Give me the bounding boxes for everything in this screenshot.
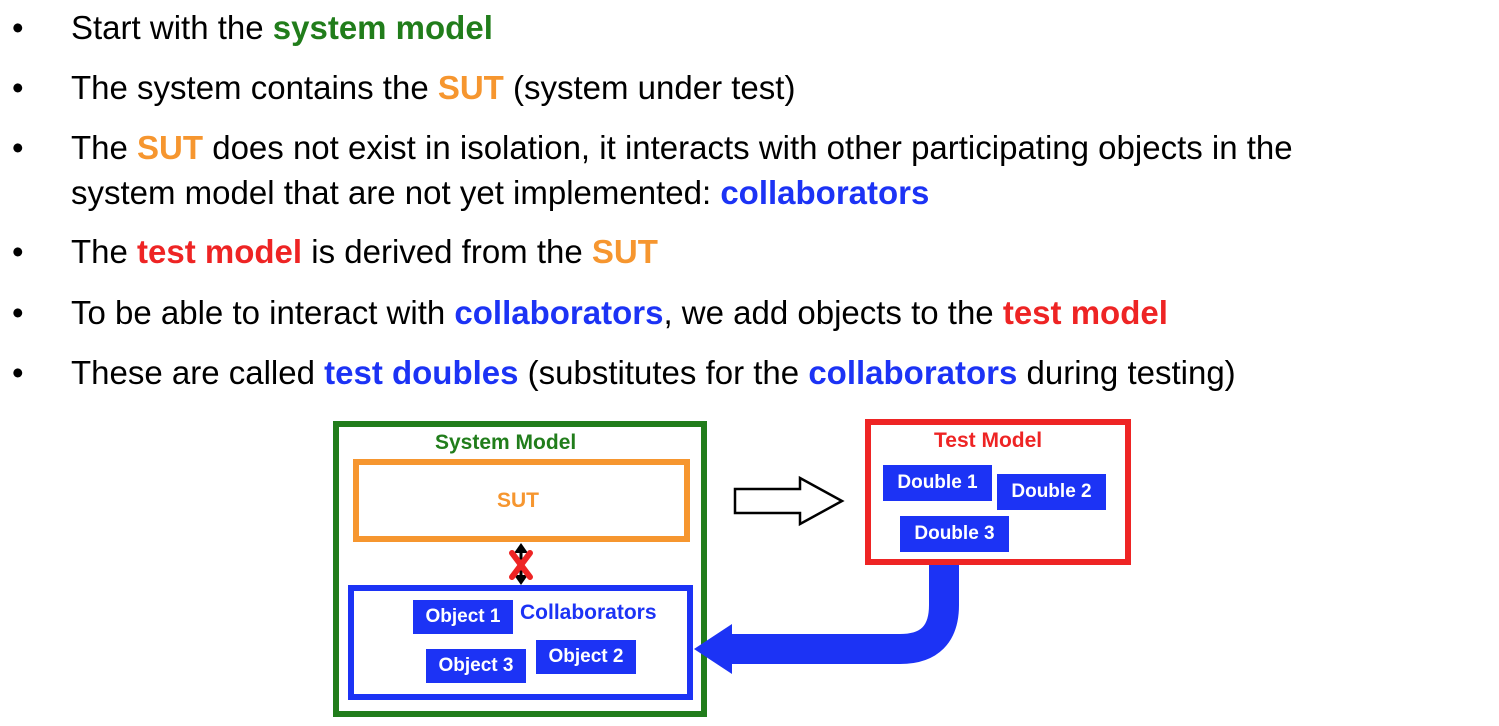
- derive-arrow-icon: [733, 475, 845, 527]
- object-3-chip: Object 3: [426, 649, 526, 683]
- object-1-chip: Object 1: [413, 600, 513, 634]
- bullet-text-segment: , we add objects to the: [663, 294, 1003, 331]
- sut-label: SUT: [497, 489, 539, 512]
- highlight-term: collaborators: [808, 354, 1018, 391]
- bullet-text: The test model is derived from the SUT: [71, 229, 658, 274]
- bullet-text-segment: (system under test): [503, 69, 796, 106]
- bullet-text: These are called test doubles (substitut…: [71, 350, 1236, 395]
- bullet-text-segment: These are called: [71, 354, 325, 391]
- highlight-term: test model: [137, 233, 303, 270]
- highlight-term: collaborators: [720, 174, 930, 211]
- system-model-label: System Model: [435, 431, 577, 454]
- bullet-text-segment: The system contains the: [71, 69, 438, 106]
- bullet-dot: •: [12, 129, 24, 166]
- bullet-text-segment: To be able to interact with: [71, 294, 455, 331]
- bullet-text-segment: The: [71, 233, 138, 270]
- bullet-dot: •: [12, 69, 24, 106]
- collaborators-label: Collaborators: [520, 601, 657, 624]
- bullet-text-segment: Start with the: [71, 9, 273, 46]
- bullet-text: The system contains the SUT (system unde…: [71, 65, 795, 110]
- substitute-arrow-icon: [694, 565, 959, 674]
- highlight-term: SUT: [591, 233, 658, 270]
- blocked-interaction-icon: [509, 543, 533, 585]
- bullet-text-segment: (substitutes for the: [518, 354, 809, 391]
- bullet-dot: •: [12, 9, 24, 46]
- highlight-term: collaborators: [454, 294, 664, 331]
- bullet-dot: •: [12, 233, 24, 270]
- highlight-term: SUT: [137, 129, 204, 166]
- system-model-box: [333, 421, 707, 717]
- double-2-chip: Double 2: [997, 474, 1106, 510]
- test-model-box: [865, 419, 1131, 565]
- bullet-text-segment: The: [71, 129, 138, 166]
- object-2-chip: Object 2: [536, 640, 636, 674]
- bullet-text-segment: during testing): [1017, 354, 1236, 391]
- bullet-text-segment: does not exist in isolation, it interact…: [203, 129, 1293, 166]
- highlight-term: SUT: [437, 69, 504, 106]
- double-1-chip: Double 1: [883, 465, 992, 501]
- bullet-text-segment: is derived from the: [302, 233, 592, 270]
- test-model-label: Test Model: [934, 429, 1043, 452]
- highlight-term: system model: [272, 9, 493, 46]
- highlight-term: test doubles: [324, 354, 519, 391]
- bullet-dot: •: [12, 354, 24, 391]
- bullet-text: The SUT does not exist in isolation, it …: [71, 125, 1293, 170]
- double-3-chip: Double 3: [900, 516, 1009, 552]
- collaborators-box: [348, 585, 693, 700]
- sut-box: [353, 459, 690, 542]
- bullet-dot: •: [12, 294, 24, 331]
- bullet-text: Start with the system model: [71, 5, 493, 50]
- bullet-text: To be able to interact with collaborator…: [71, 290, 1168, 335]
- bullet-text: system model that are not yet implemente…: [71, 170, 929, 215]
- bullet-text-segment: system model that are not yet implemente…: [71, 174, 721, 211]
- highlight-term: test model: [1002, 294, 1168, 331]
